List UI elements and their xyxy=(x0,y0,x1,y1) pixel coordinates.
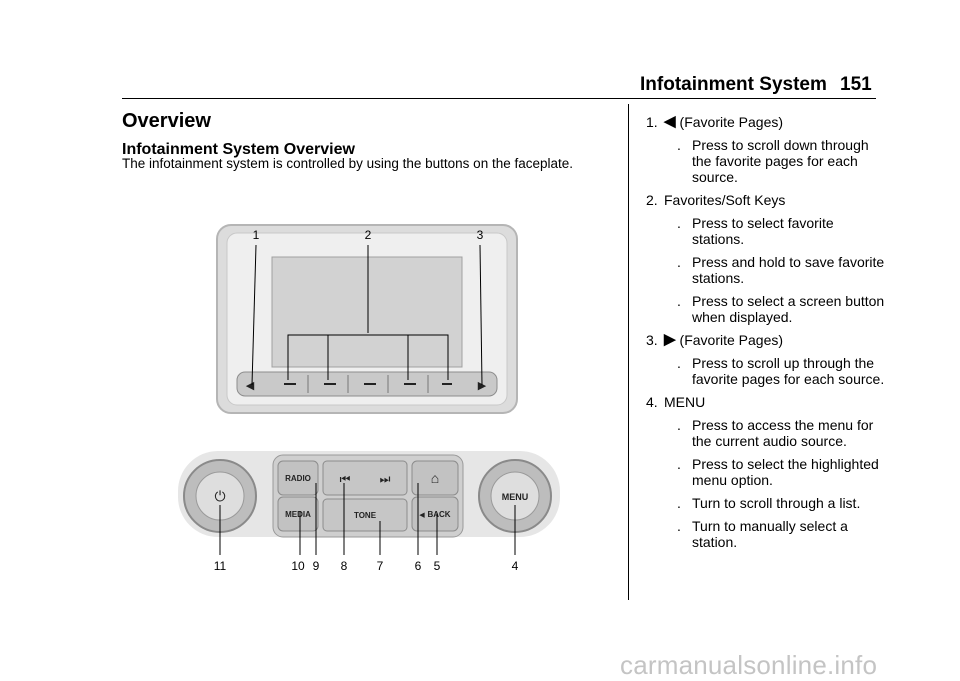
list-item-label: MENU xyxy=(664,394,706,410)
callout-8: 8 xyxy=(341,559,348,573)
bullet-point: . Turn to scroll through a list. xyxy=(666,495,886,511)
callout-2: 2 xyxy=(365,228,372,242)
media-label: MEDIA xyxy=(285,510,311,519)
bullet-point: . Press to select favorite stations. xyxy=(666,215,886,247)
bullet-text: Press to select favorite stations. xyxy=(692,215,834,247)
section-subtitle: Infotainment System Overview xyxy=(122,141,355,158)
callout-6: 6 xyxy=(415,559,422,573)
bullet-dot-icon: . xyxy=(677,355,681,371)
bullet-dot-icon: . xyxy=(677,254,681,270)
top-leader-lines xyxy=(251,244,483,386)
list-item-heading: 3. ▶(Favorite Pages) xyxy=(646,331,886,349)
home-button xyxy=(411,460,459,496)
bullet-point: . Press to select a screen button when di… xyxy=(666,293,886,325)
bullet-point: . Press and hold to save favorite station… xyxy=(666,254,886,286)
list-item-label: Favorites/Soft Keys xyxy=(664,192,786,208)
bullet-dot-icon: . xyxy=(677,293,681,309)
radio-label: RADIO xyxy=(285,474,311,483)
bullet-point: . Press to scroll up through the favorite… xyxy=(666,355,886,387)
tone-label: TONE xyxy=(354,511,377,520)
bullet-point: . Press to select the highlighted menu op… xyxy=(666,456,886,488)
callout-11: 11 xyxy=(214,559,227,573)
soft-key-dividers xyxy=(307,375,429,393)
menu-label: MENU xyxy=(502,492,529,502)
callout-7: 7 xyxy=(377,559,384,573)
bullet-text: Press to access the menu for the current… xyxy=(692,417,874,449)
watermark-text: carmanualsonline.info xyxy=(620,650,878,680)
column-divider xyxy=(628,104,629,600)
home-icon: ⌂ xyxy=(431,470,439,486)
bullet-dot-icon: . xyxy=(677,417,681,433)
list-item-label: (Favorite Pages) xyxy=(679,332,784,348)
chevron-right-icon: ▶ xyxy=(478,380,487,392)
bottom-leader-lines xyxy=(219,483,516,555)
display-screen xyxy=(271,256,463,368)
bullet-text: Press to scroll down through the favorit… xyxy=(692,137,869,185)
bullet-point: . Press to scroll down through the favori… xyxy=(666,137,886,185)
page-number: 151 xyxy=(840,74,872,95)
list-item-number: 4. xyxy=(646,394,658,410)
seek-forward-icon: ⏭ xyxy=(380,472,391,486)
media-button xyxy=(277,496,319,532)
section-title: Overview xyxy=(122,110,211,132)
seek-back-icon: ⏮ xyxy=(340,472,351,486)
chevron-left-icon: ◀ xyxy=(246,380,255,392)
bullet-point: . Turn to manually select a station. xyxy=(666,518,886,550)
back-label: BACK xyxy=(427,510,450,519)
list-item-number: 2. xyxy=(646,192,658,208)
bullet-dot-icon: . xyxy=(677,215,681,231)
list-item: 1. ◀(Favorite Pages). Press to scroll down… xyxy=(646,113,886,186)
page-header-title: Infotainment System xyxy=(640,74,827,95)
bullet-dot-icon: . xyxy=(677,137,681,153)
list-item: 2. Favorites/Soft Keys. Press to select fa… xyxy=(646,192,886,325)
list-item-number: 3. xyxy=(646,332,658,348)
bullet-dot-icon: . xyxy=(677,518,681,534)
callout-5: 5 xyxy=(434,559,441,573)
bullet-text: Turn to scroll through a list. xyxy=(692,495,861,511)
callout-1: 1 xyxy=(253,228,260,242)
list-item: 3. ▶(Favorite Pages). Press to scroll up t… xyxy=(646,331,886,388)
faceplate-figure: ◀ ▶ 1 2 3 ⏻ MENU RADIO MEDIA ⏮ ⏭ TONE ⌂ xyxy=(178,224,560,573)
back-arrow-icon: ◀ xyxy=(419,512,425,519)
list-item-number: 1. xyxy=(646,114,658,130)
bullet-text: Press to select the highlighted menu opt… xyxy=(692,456,879,488)
radio-button xyxy=(277,460,319,496)
header-rule xyxy=(122,98,876,99)
seek-buttons xyxy=(322,460,408,496)
bullet-dot-icon: . xyxy=(677,456,681,472)
bullet-dot-icon: . xyxy=(677,495,681,511)
list-item-heading: 2. Favorites/Soft Keys xyxy=(646,192,886,208)
chevron-right-icon: ▶ xyxy=(664,331,676,348)
callout-3: 3 xyxy=(477,228,484,242)
intro-paragraph: The infotainment system is controlled by… xyxy=(122,156,574,171)
bullet-text: Turn to manually select a station. xyxy=(692,518,848,550)
list-item-heading: 1. ◀(Favorite Pages) xyxy=(646,113,886,131)
chevron-left-icon: ◀ xyxy=(664,113,676,130)
list-item: 4. MENU. Press to access the menu for the … xyxy=(646,394,886,550)
item-list: 1.◀(Favorite Pages).Press to scroll down… xyxy=(646,114,886,557)
bullet-text: Press and hold to save favorite stations… xyxy=(692,254,885,286)
callout-10: 10 xyxy=(291,559,305,573)
power-icon: ⏻ xyxy=(214,488,225,504)
bullet-text: Press to select a screen button when dis… xyxy=(692,293,885,325)
callout-9: 9 xyxy=(313,559,320,573)
callout-4: 4 xyxy=(512,559,519,573)
list-item-label: (Favorite Pages) xyxy=(679,114,784,130)
bullet-point: . Press to access the menu for the curren… xyxy=(666,417,886,449)
back-button xyxy=(411,496,459,532)
bullet-text: Press to scroll up through the favorite … xyxy=(692,355,885,387)
list-item-heading: 4. MENU xyxy=(646,394,886,410)
